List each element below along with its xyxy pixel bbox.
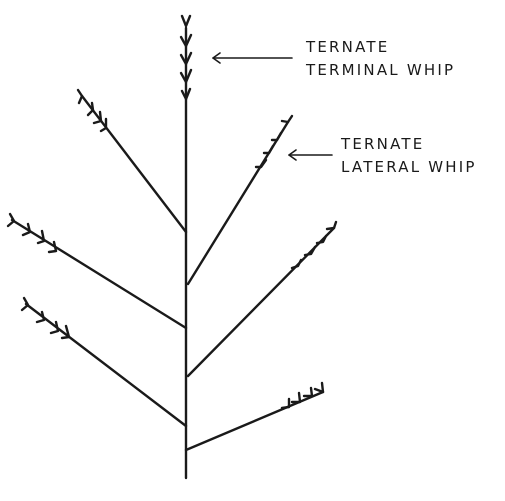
label-line: LATERAL WHIP xyxy=(341,156,477,179)
branch-leaflet xyxy=(282,399,289,408)
branch-leaflet xyxy=(282,116,292,122)
branch-stem xyxy=(26,304,186,426)
ternate-terminal-whip-label: TERNATE TERMINAL WHIP xyxy=(306,36,455,82)
left-branch-upper xyxy=(78,90,186,232)
lateral-whip-callout-arrow xyxy=(289,150,332,160)
label-line: TERNATE xyxy=(306,36,455,59)
right-branch-middle xyxy=(188,222,336,376)
branch-leaflet xyxy=(292,393,300,402)
label-line: TERMINAL WHIP xyxy=(306,59,455,82)
branch-leaflet xyxy=(315,383,323,392)
branch-leaflet xyxy=(292,260,301,268)
branch-stem xyxy=(82,96,186,232)
ternate-lateral-whip-label: TERNATE LATERAL WHIP xyxy=(341,133,477,179)
branch-leaflet xyxy=(304,388,312,396)
branch-leaflet xyxy=(272,133,281,140)
branch-stem xyxy=(186,392,323,450)
terminal-whip-callout-arrow xyxy=(213,53,292,63)
right-branch-lower xyxy=(186,383,323,450)
terminal-whip-tip-leaflet xyxy=(182,16,190,26)
branch-leaflet xyxy=(78,90,82,103)
branch-leaflet xyxy=(264,146,273,153)
label-line: TERNATE xyxy=(341,133,477,156)
left-branch-lower xyxy=(22,298,186,426)
right-branch-upper xyxy=(188,116,292,284)
branch-leaflet xyxy=(327,222,336,229)
